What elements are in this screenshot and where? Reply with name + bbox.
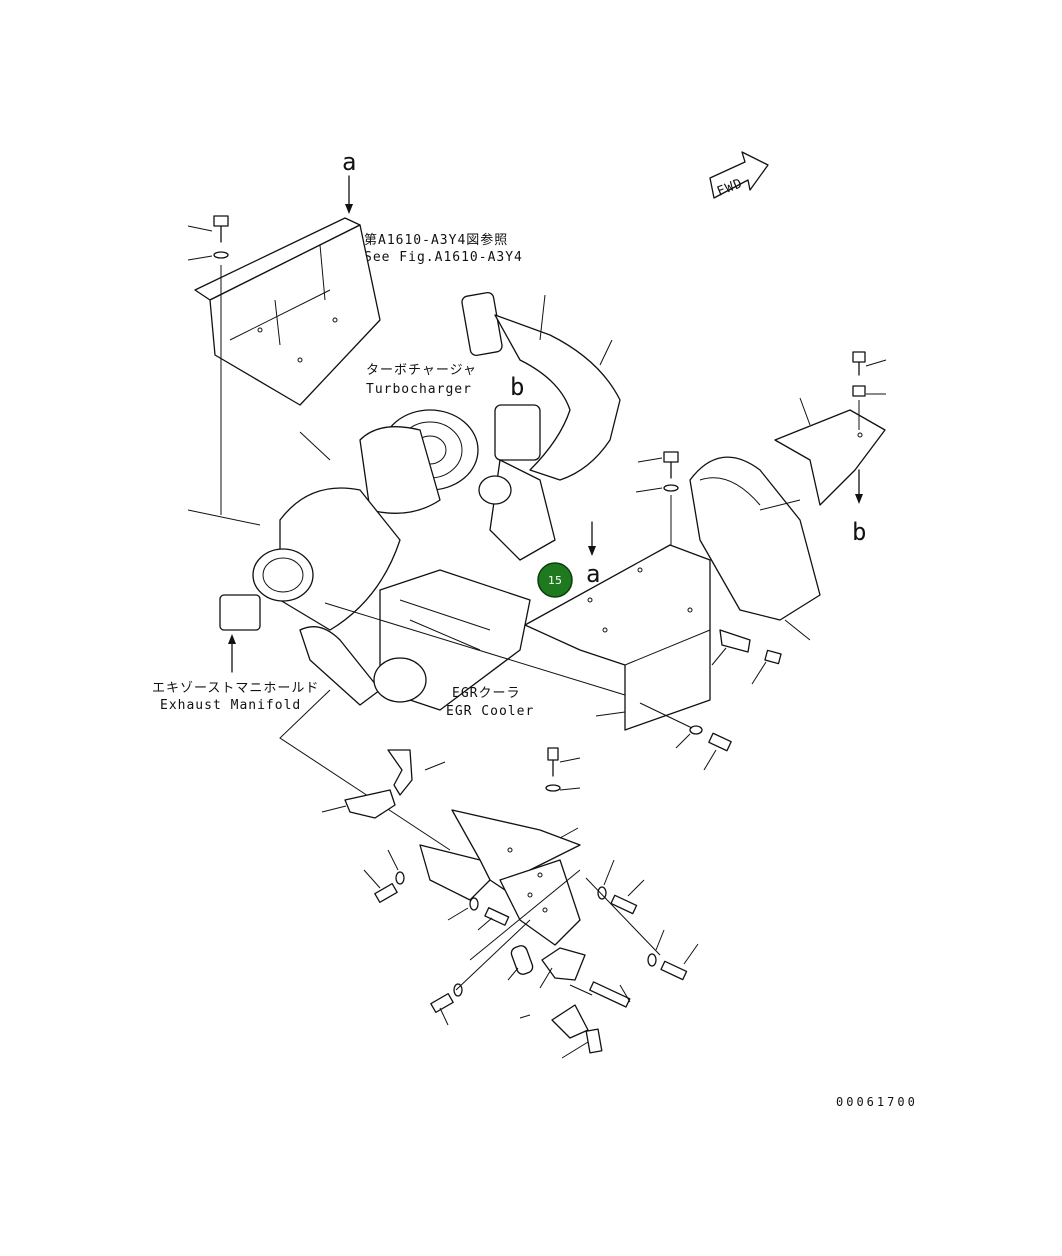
turbo-en-label: Turbocharger [366, 382, 472, 397]
arrow-a-top-head [345, 204, 353, 214]
right-bracket-part [774, 397, 886, 506]
turbo-jp-label: ターボチャージャ [366, 363, 477, 378]
lower-leader-line [279, 689, 451, 851]
bolt-icon [187, 215, 229, 243]
upper-bracket-part [194, 217, 381, 406]
callout-a-mid: a [586, 560, 600, 588]
drawing-code: 00061700 [836, 1095, 918, 1109]
exhaust-en-label: Exhaust Manifold [160, 698, 301, 713]
egr-en-label: EGR Cooler [446, 704, 534, 719]
fwd-arrow-icon: FWD [709, 151, 769, 200]
turbocharger-part [299, 404, 556, 561]
exhaust-jp-label: エキゾーストマニホールド [152, 681, 319, 696]
callout-a-top: a [342, 148, 356, 176]
intake-pipe-part [461, 291, 621, 481]
right-cover-part [689, 456, 821, 641]
lower-bracket-assembly-part [321, 749, 581, 946]
egr-cooler-part [373, 569, 531, 711]
lower-fasteners [363, 747, 699, 1059]
egr-jp-label: EGRクーラ [452, 686, 520, 701]
part-marker-number: 15 [548, 574, 562, 587]
see-fig-jp-label: 第A1610-A3Y4図参照 [364, 232, 508, 248]
callout-b-mid: b [510, 373, 524, 401]
part-marker-15[interactable]: 15 [537, 562, 573, 598]
see-fig-en-label: See Fig.A1610-A3Y4 [364, 250, 523, 265]
heat-shield-panel-part [524, 544, 711, 731]
exhaust-manifold-part [187, 487, 401, 706]
panel-leader-line [324, 602, 626, 696]
callout-b-right: b [852, 518, 866, 546]
washer-icon [187, 251, 229, 261]
